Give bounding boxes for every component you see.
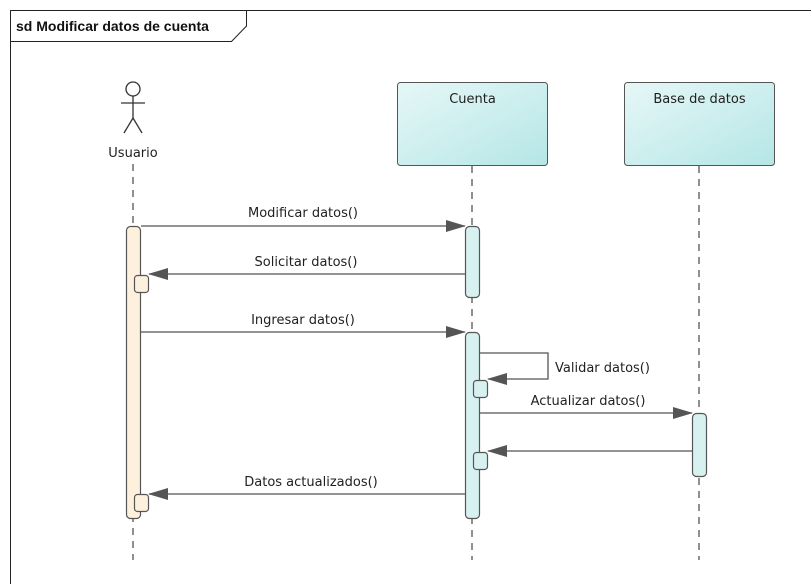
message-label: Modificar datos() bbox=[248, 206, 358, 221]
frame-title: sd Modificar datos de cuenta bbox=[16, 18, 209, 34]
actor-icon bbox=[121, 81, 145, 134]
message-ingresar-datos[interactable]: Ingresar datos() bbox=[141, 313, 466, 338]
message-solicitar-datos[interactable]: Solicitar datos() bbox=[148, 255, 465, 280]
activation-cuenta-nested bbox=[472, 451, 489, 471]
message-datos-actualizados[interactable]: Datos actualizados() bbox=[148, 475, 465, 500]
message-label: Solicitar datos() bbox=[255, 255, 358, 270]
frame-border bbox=[10, 10, 811, 584]
activation-usuario-nested bbox=[133, 493, 150, 513]
activation-cuenta bbox=[464, 225, 481, 299]
message-label: Datos actualizados() bbox=[244, 475, 378, 490]
activation-cuenta-nested bbox=[472, 379, 489, 399]
frame-title-tab bbox=[10, 10, 247, 42]
message-modificar-datos[interactable]: Modificar datos() bbox=[141, 206, 466, 232]
object-box bbox=[397, 82, 548, 166]
object-label: Cuenta bbox=[449, 92, 496, 107]
object-label: Base de datos bbox=[653, 92, 745, 107]
object-cuenta[interactable]: Cuenta bbox=[397, 82, 548, 166]
message-validar-datos[interactable]: Validar datos() bbox=[480, 352, 650, 385]
message-actualizar-datos[interactable]: Actualizar datos() bbox=[480, 394, 693, 419]
object-box bbox=[624, 82, 775, 166]
message-label: Actualizar datos() bbox=[531, 394, 646, 409]
object-base-de-datos[interactable]: Base de datos bbox=[624, 82, 775, 166]
activation-cuenta bbox=[464, 331, 481, 520]
activation-base-de-datos bbox=[691, 412, 708, 478]
activation-usuario bbox=[125, 225, 142, 520]
message-label: Ingresar datos() bbox=[251, 313, 355, 328]
activation-usuario-nested bbox=[133, 274, 150, 294]
message-arrow bbox=[480, 352, 549, 385]
message-label: Validar datos() bbox=[555, 361, 650, 376]
actor-label: Usuario bbox=[108, 146, 157, 161]
actor-usuario[interactable]: Usuario bbox=[108, 81, 158, 161]
